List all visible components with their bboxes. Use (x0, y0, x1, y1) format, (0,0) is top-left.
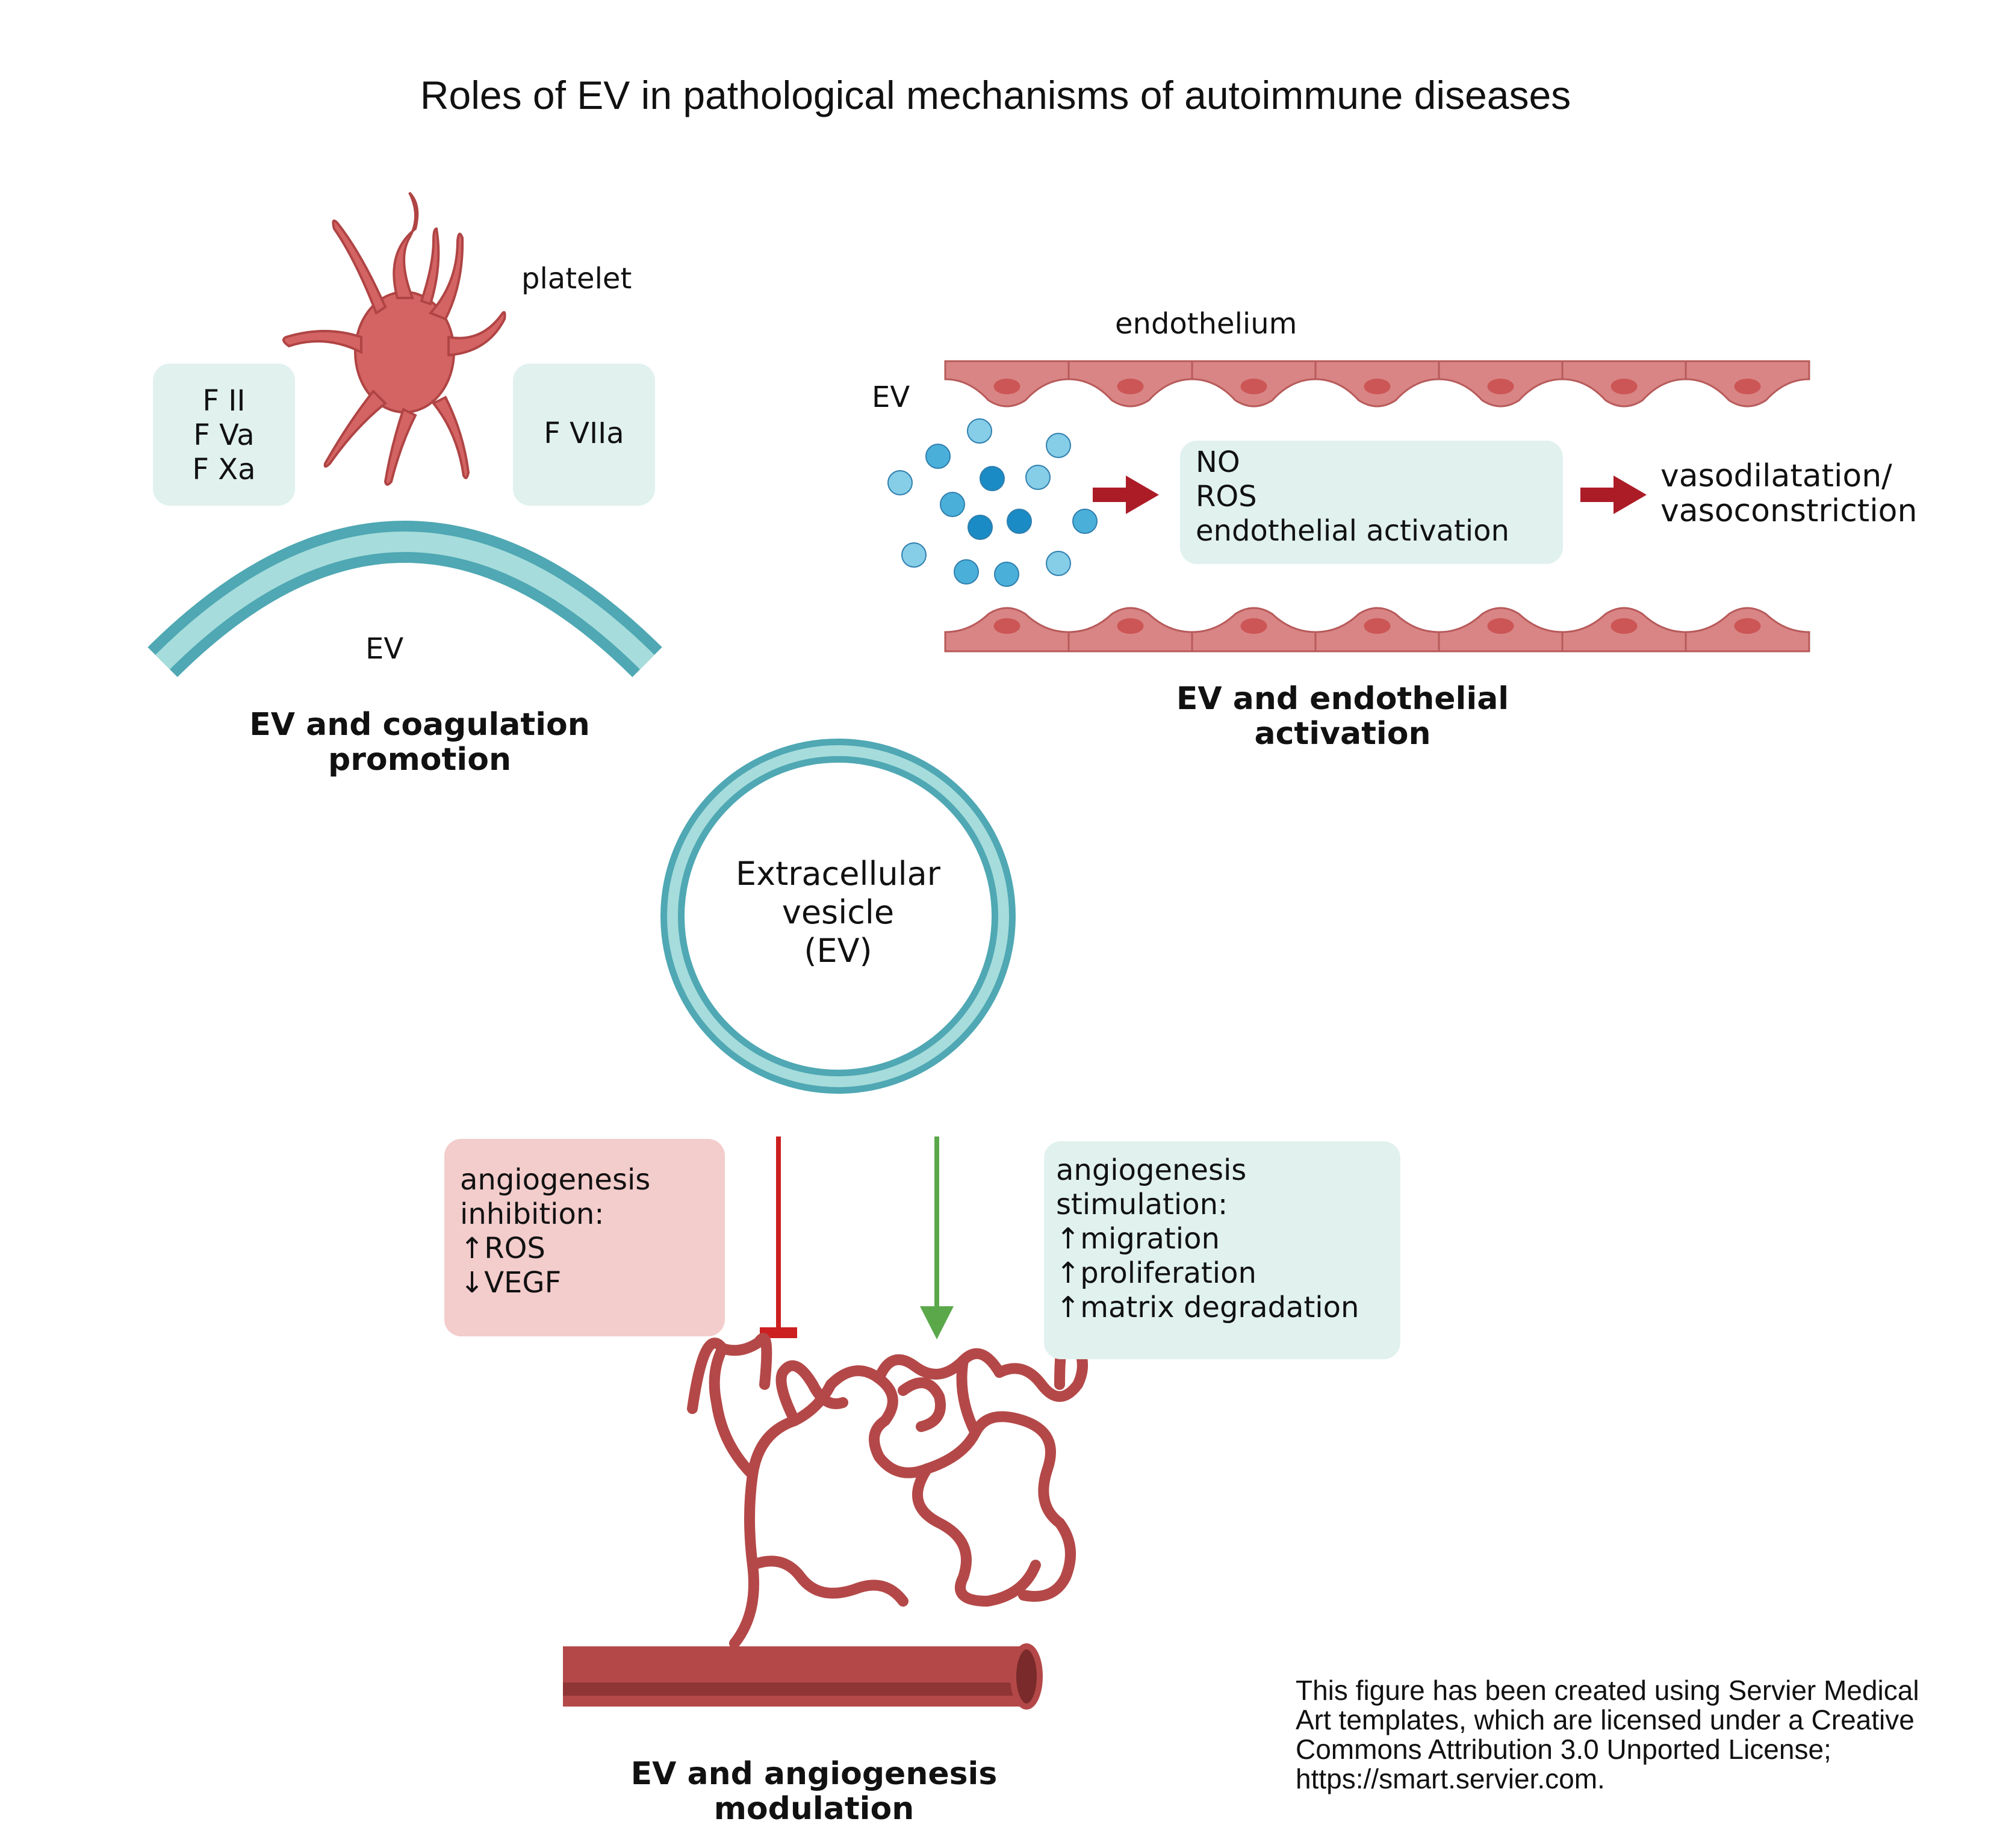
extracellular-vesicle-label: Extracellular vesicle (EV) (688, 855, 989, 970)
cell-nucleus (1364, 618, 1391, 634)
label-line: (EV) (804, 932, 872, 970)
heading-line: promotion (328, 742, 511, 778)
ev-particle (1025, 465, 1051, 490)
cell-nucleus (1117, 379, 1144, 394)
inhibition-line: inhibition: (460, 1197, 604, 1231)
platelet-icon (282, 191, 506, 486)
ev-particle (954, 559, 979, 584)
vascular-outcome-label: vasodilatation/ vasoconstriction (1660, 459, 1917, 529)
cell-nucleus (993, 379, 1020, 394)
platelet-label: platelet (521, 262, 632, 296)
ev-particles (887, 418, 1098, 587)
inhibition-line: ↓VEGF (460, 1266, 562, 1300)
ev-particle (1072, 509, 1098, 534)
coagulation-factors-left-box: F II F Va F Xa (153, 364, 295, 506)
red-arrow-icon (1093, 476, 1159, 514)
stimulation-line: stimulation: (1056, 1188, 1228, 1221)
cell-nucleus (1240, 618, 1267, 634)
cell-nucleus (1240, 379, 1267, 394)
factor-item: F Xa (192, 453, 256, 486)
endothelial-heading: EV and endothelial activation (1144, 681, 1541, 751)
cell-nucleus (1364, 379, 1391, 394)
ev-membrane-arc (148, 521, 662, 677)
stimulation-arrow-icon (920, 1136, 954, 1339)
effect-item: NO (1196, 445, 1240, 479)
cell-nucleus (1611, 618, 1638, 634)
cell-nucleus (1487, 379, 1514, 394)
inhibition-arrow-icon (760, 1136, 797, 1338)
angiogenesis-stimulation-box: angiogenesis stimulation: ↑migration ↑pr… (1044, 1141, 1400, 1359)
credit-line: Commons Attribution 3.0 Unported License… (1296, 1734, 1831, 1765)
ev-particle (980, 466, 1005, 491)
ev-label: EV (872, 380, 910, 414)
blood-vessel-tree-icon (687, 1329, 1088, 1649)
outcome-line: vasodilatation/ (1660, 458, 1892, 494)
coagulation-heading: EV and coagulation promotion (224, 707, 615, 777)
credit-line: This figure has been created using Servi… (1296, 1675, 1919, 1706)
inhibition-line: ↑ROS (460, 1232, 545, 1265)
angiogenesis-inhibition-box: angiogenesis inhibition: ↑ROS ↓VEGF (444, 1139, 725, 1336)
heading-line: modulation (713, 1791, 915, 1827)
factor-item: F II (202, 384, 246, 418)
effect-item: ROS (1196, 480, 1257, 513)
main-vessel-icon (563, 1643, 1043, 1710)
angiogenesis-heading: EV and angiogenesis modulation (615, 1757, 1013, 1826)
heading-line: EV and angiogenesis (630, 1756, 998, 1792)
ev-label: EV (365, 632, 404, 666)
cell-nucleus (1611, 379, 1638, 394)
extracellular-vesicle-icon (660, 739, 1016, 1094)
inhibition-line: angiogenesis (460, 1163, 651, 1197)
stimulation-line: ↑matrix degradation (1056, 1291, 1359, 1324)
ev-particle (901, 542, 927, 568)
ev-particle (1046, 551, 1071, 576)
factor-item: F VIIa (544, 417, 624, 450)
endothelium-label: endothelium (1115, 307, 1297, 341)
stimulation-line: ↑proliferation (1056, 1256, 1256, 1290)
cell-nucleus (1734, 379, 1761, 394)
heading-line: activation (1254, 716, 1431, 752)
cell-nucleus (1487, 618, 1514, 634)
ev-particle (925, 444, 951, 469)
ev-particle (1007, 509, 1032, 534)
ev-particle (994, 562, 1019, 587)
stimulation-line: ↑migration (1056, 1222, 1220, 1256)
heading-line: EV and endothelial (1176, 681, 1509, 717)
heading-line: EV and coagulation (249, 707, 590, 743)
red-arrow-icon (1580, 476, 1647, 514)
stimulation-line: angiogenesis (1056, 1153, 1247, 1187)
ev-particle (1046, 433, 1071, 458)
label-line: vesicle (781, 893, 895, 931)
license-credit: This figure has been created using Servi… (1296, 1676, 1988, 1794)
credit-line: https://smart.servier.com. (1296, 1763, 1605, 1794)
ev-particle (940, 492, 965, 517)
ev-particle (967, 418, 992, 444)
endothelial-effects-box: NO ROS endothelial activation (1180, 441, 1563, 564)
ev-particle (887, 470, 913, 495)
cell-nucleus (1734, 618, 1761, 634)
ev-particle (968, 515, 993, 540)
credit-line: Art templates, which are licensed under … (1296, 1704, 1915, 1735)
cell-nucleus (1117, 618, 1144, 634)
coagulation-factors-right-box: F VIIa (513, 364, 655, 506)
figure-title: Roles of EV in pathological mechanisms o… (420, 73, 1571, 117)
effect-item: endothelial activation (1196, 514, 1509, 548)
label-line: Extracellular (736, 855, 940, 893)
cell-nucleus (993, 618, 1020, 634)
endothelium-bottom-row (944, 607, 1810, 653)
outcome-line: vasoconstriction (1660, 493, 1918, 529)
factor-item: F Va (193, 418, 255, 452)
endothelium-top-row (944, 360, 1810, 408)
